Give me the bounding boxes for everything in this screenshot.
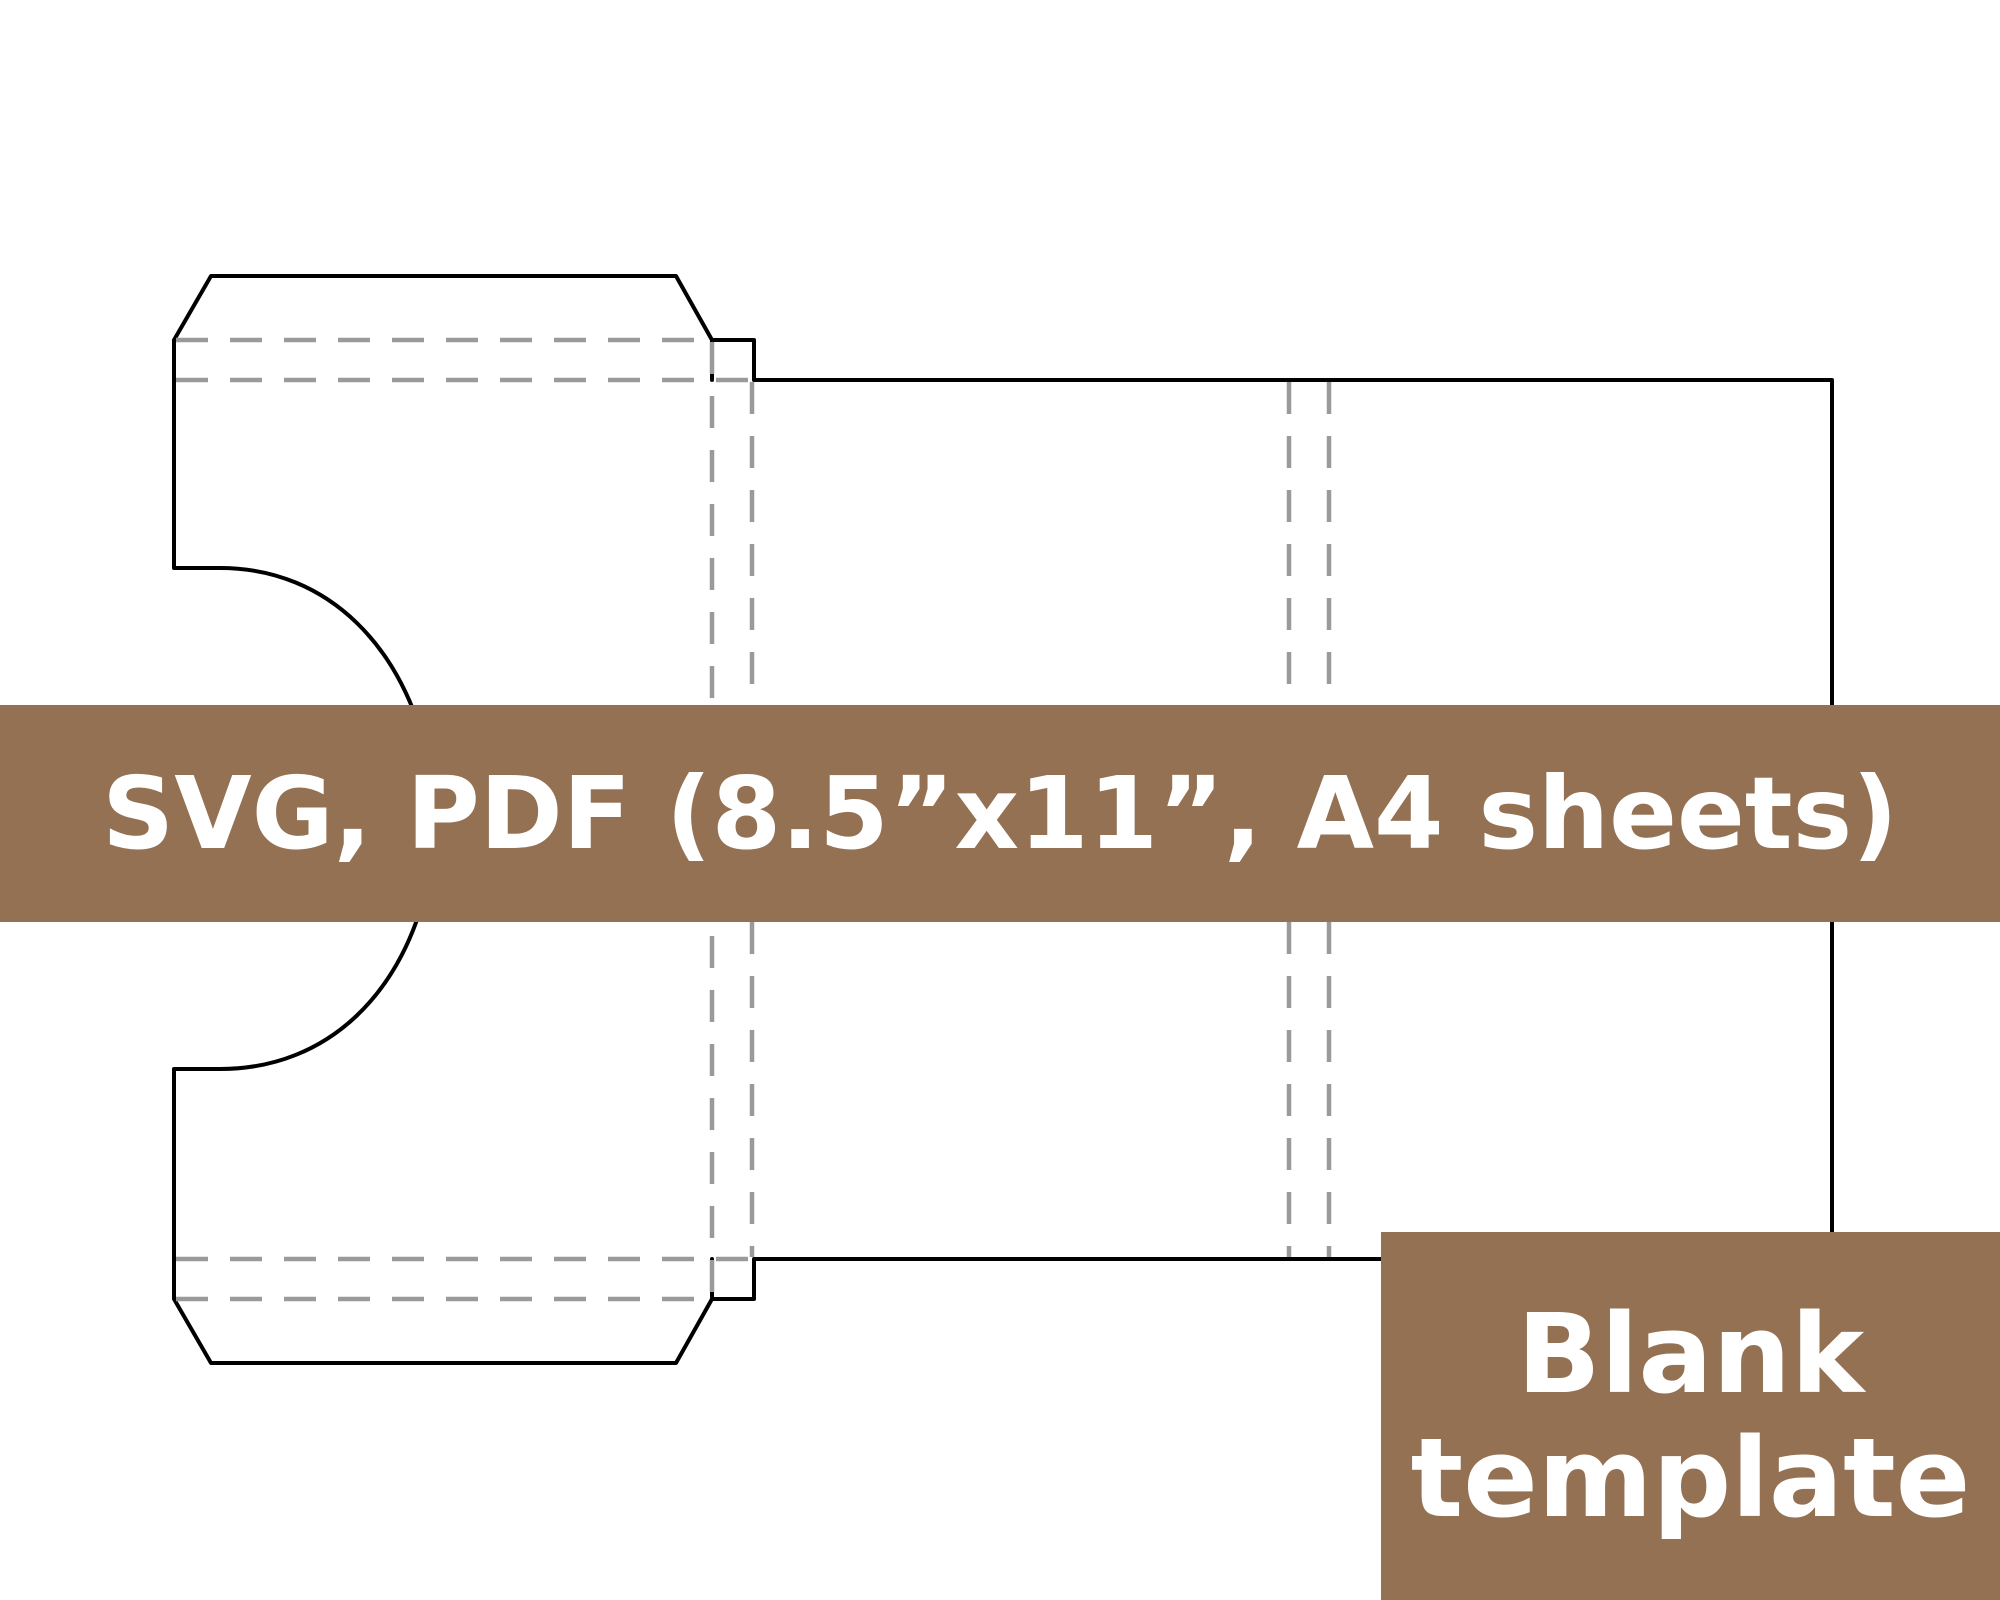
file-format-banner: SVG, PDF (8.5”x11”, A4 sheets): [0, 705, 2000, 922]
badge-line-blank: Blank: [1516, 1290, 1865, 1418]
file-format-text: SVG, PDF (8.5”x11”, A4 sheets): [102, 754, 1898, 872]
blank-template-badge: Blank template: [1381, 1232, 2000, 1600]
badge-line-template: template: [1410, 1414, 1971, 1542]
